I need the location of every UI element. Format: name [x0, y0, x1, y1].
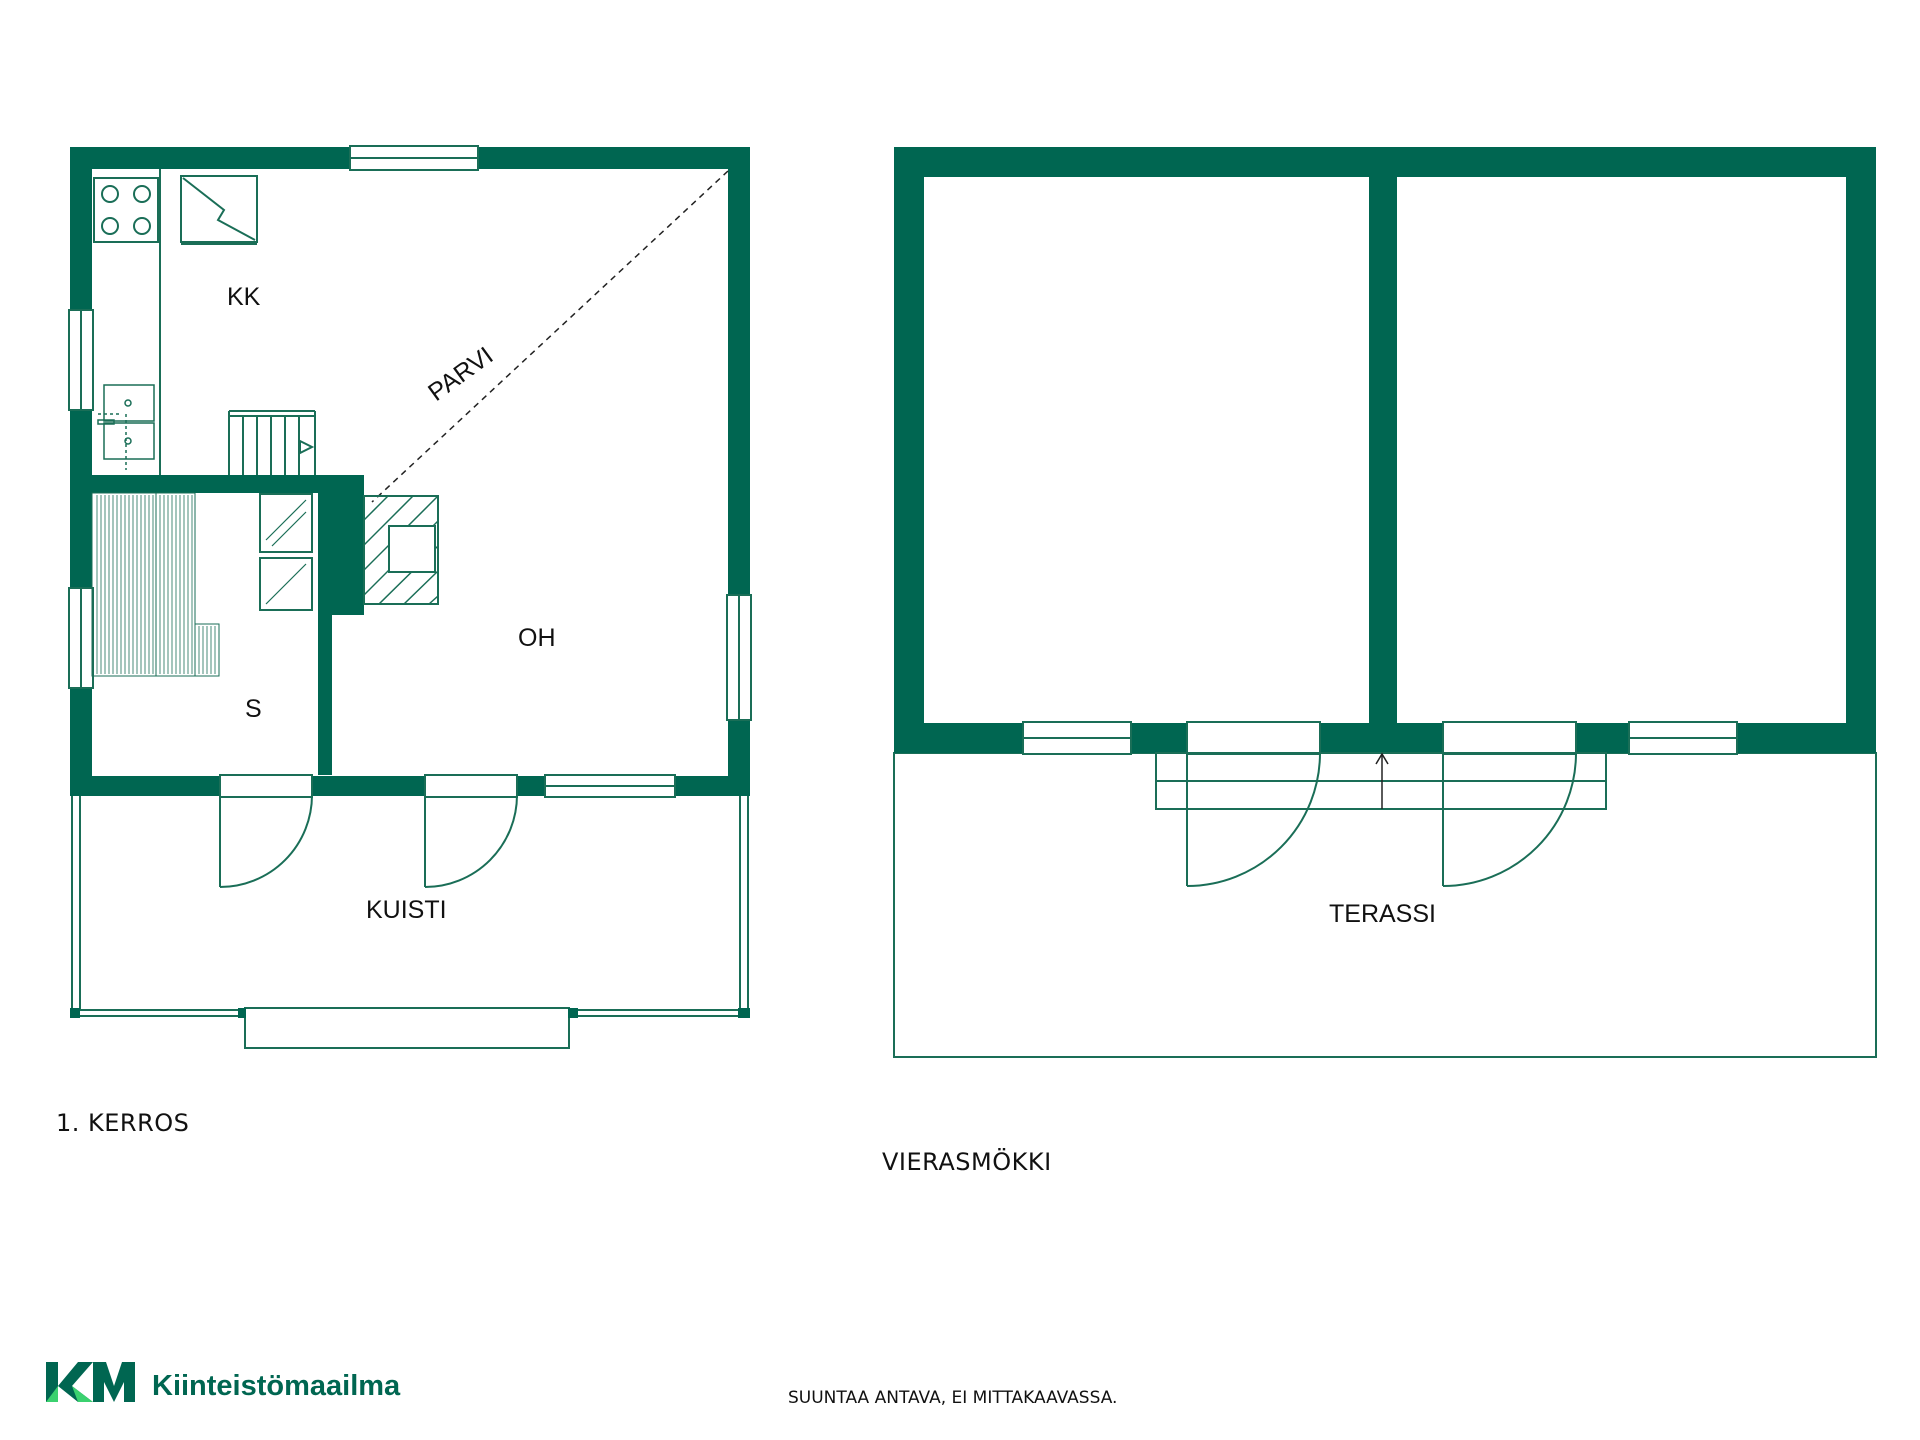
refrigerator-icon [180, 175, 258, 245]
main-cabin-windows [68, 145, 752, 798]
shower-panels [259, 493, 313, 611]
room-label-kitchen: KK [227, 283, 261, 311]
loft-boundary-line [371, 170, 729, 503]
porch-doors [219, 794, 518, 888]
guest-cabin-walls [894, 147, 1876, 753]
terrace-doors [1186, 752, 1577, 887]
sauna-benches [91, 492, 220, 677]
room-label-porch: KUISTI [366, 896, 447, 924]
sink-icon [97, 384, 155, 470]
km-logo-icon [46, 1362, 135, 1402]
stove-icon [101, 185, 151, 235]
main-cabin-plan: KK PARVI OH S KUISTI [68, 145, 752, 1049]
disclaimer-text: SUUNTAA ANTAVA, EI MITTAKAAVASSA. [788, 1388, 1117, 1408]
entry-steps [1155, 752, 1607, 810]
porch-posts [70, 1008, 750, 1018]
room-label-loft: PARVI [423, 341, 498, 406]
room-label-terrace: TERASSI [1329, 900, 1436, 928]
room-label-sauna: S [245, 695, 262, 723]
section-title-first-floor: 1. KERROS [56, 1109, 189, 1137]
room-label-living-room: OH [518, 624, 556, 652]
stairs-icon [228, 410, 316, 475]
fireplace-icon [363, 495, 439, 605]
brand-name: Kiinteistömaailma [152, 1370, 401, 1402]
main-cabin-walls [70, 147, 750, 796]
kitchen-counter [93, 169, 161, 475]
porch-structure [71, 795, 749, 1049]
guest-cabin-plan: TERASSI [893, 147, 1877, 1058]
section-title-guest-cabin: VIERASMÖKKI [882, 1147, 1052, 1176]
